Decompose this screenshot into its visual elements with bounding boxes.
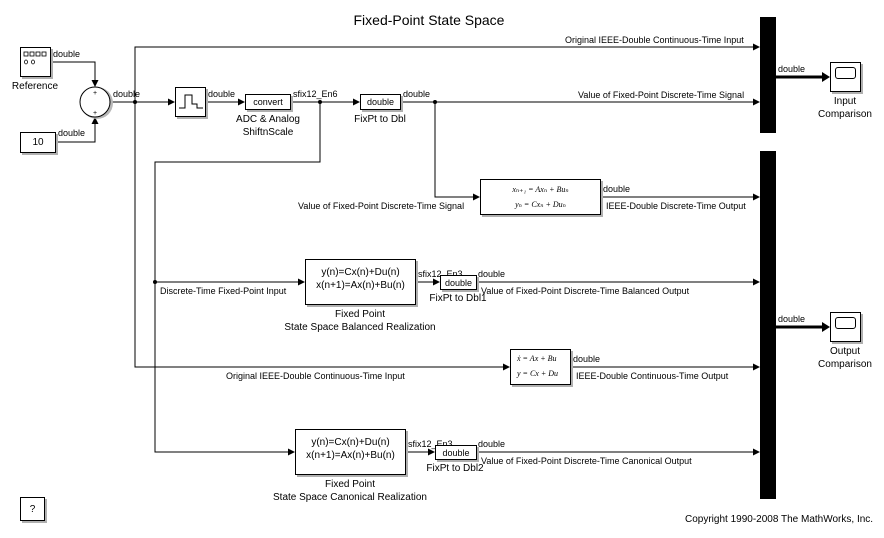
fixpt-to-dbl1-text: double (444, 277, 473, 288)
wire-original-input-bottom (134, 102, 510, 371)
signal-label-ieee-ct-output: IEEE-Double Continuous-Time Output (576, 371, 729, 381)
reference-block[interactable] (20, 47, 51, 77)
input-scope-label2: Comparison (818, 109, 872, 120)
wire-original-input-top (134, 43, 760, 102)
adc-label-line2: ShiftnScale (242, 127, 294, 138)
wire-to-discrete-ss (434, 102, 480, 201)
reference-label: Reference (11, 81, 59, 92)
fixpt-to-dbl2-text: double (442, 447, 470, 458)
signal-type-label: double (778, 314, 806, 324)
fixpt-to-dbl-label: FixPt to Dbl (354, 114, 406, 125)
scope-icon (835, 317, 856, 329)
canonical-eq2: x(n+1)=Ax(n)+Bu(n) (306, 450, 395, 461)
branch-point (133, 100, 137, 104)
signal-type-label: double (778, 64, 806, 74)
input-scope-block[interactable] (830, 62, 861, 92)
scope-icon (835, 67, 856, 79)
input-mux-bus[interactable] (760, 17, 776, 133)
wire-constant-to-sum (56, 117, 99, 143)
signal-type-label: sfix12_En3 (418, 269, 463, 279)
signal-label-fixed-point-mid: Value of Fixed-Point Discrete-Time Signa… (298, 201, 465, 211)
constant-value: 10 (32, 137, 44, 148)
signal-type-label: sfix12_En6 (293, 89, 338, 99)
signal-label-original-input-top: Original IEEE-Double Continuous-Time Inp… (565, 35, 744, 45)
sum-sign-bottom: + (93, 110, 97, 117)
copyright: Copyright 1990-2008 The MathWorks, Inc. (685, 514, 874, 525)
signal-label-balanced-output: Value of Fixed-Point Discrete-Time Balan… (481, 286, 690, 296)
output-scope-label2: Comparison (818, 359, 872, 370)
signal-type-label: double (603, 184, 631, 194)
signal-type-label: double (478, 269, 506, 279)
diagram-title: Fixed-Point State Space (353, 12, 505, 28)
signal-type-label: double (113, 89, 141, 99)
signal-label-canonical-output: Value of Fixed-Point Discrete-Time Canon… (481, 456, 692, 466)
signal-type-label: double (403, 89, 431, 99)
signal-label-ieee-dt-output: IEEE-Double Discrete-Time Output (606, 201, 746, 211)
signal-type-label: double (208, 89, 236, 99)
balanced-eq1: y(n)=Cx(n)+Du(n) (321, 267, 400, 278)
staircase-icon (179, 94, 203, 109)
help-block[interactable]: ? (20, 497, 45, 521)
signal-label-original-input-bottom: Original IEEE-Double Continuous-Time Inp… (226, 371, 405, 381)
output-mux-bus[interactable] (760, 151, 776, 499)
signal-label-dt-fxp-input: Discrete-Time Fixed-Point Input (160, 286, 287, 296)
wire-reference-to-sum (51, 61, 99, 87)
discrete-state-space-block[interactable]: xₙ₊₁ = Axₙ + Buₙ yₙ = Cxₙ + Duₙ (480, 179, 601, 215)
zero-order-hold-block[interactable] (175, 87, 206, 117)
canonical-label1: Fixed Point (324, 479, 376, 490)
branch-point (153, 280, 157, 284)
balanced-realization-block[interactable]: y(n)=Cx(n)+Du(n) x(n+1)=Ax(n)+Bu(n) (305, 259, 416, 305)
adc-convert-block[interactable]: convert (245, 94, 291, 110)
signal-type-label: double (478, 439, 506, 449)
fixpt-to-dbl-text: double (366, 97, 395, 107)
discrete-ss-eq1: xₙ₊₁ = Axₙ + Buₙ (512, 185, 569, 194)
help-text: ? (29, 503, 36, 515)
convert-text: convert (253, 97, 283, 107)
canonical-label2: State Space Canonical Realization (273, 492, 427, 503)
balanced-label2: State Space Balanced Realization (284, 322, 436, 333)
output-scope-block[interactable] (830, 312, 861, 342)
signal-type-label: double (53, 49, 81, 59)
canonical-eq1: y(n)=Cx(n)+Du(n) (311, 437, 390, 448)
discrete-ss-eq2: yₙ = Cxₙ + Duₙ (515, 200, 566, 209)
fixpt-to-dbl1-label: FixPt to Dbl1 (429, 293, 487, 304)
continuous-ss-eq2: y = Cx + Du (517, 369, 559, 378)
signal-label-fixed-point-top: Value of Fixed-Point Discrete-Time Signa… (578, 90, 745, 100)
signal-builder-icon (23, 51, 47, 65)
fixpt-to-dbl1-block[interactable]: double (440, 275, 477, 290)
branch-point (318, 100, 322, 104)
constant-block[interactable]: 10 (20, 132, 56, 153)
adc-label-line1: ADC & Analog (236, 114, 300, 125)
sum-block[interactable]: + + (78, 85, 114, 121)
signal-type-label: double (573, 354, 601, 364)
input-scope-label1: Input (833, 96, 857, 107)
balanced-eq2: x(n+1)=Ax(n)+Bu(n) (316, 280, 405, 291)
wire-fixed-point-branch (154, 102, 321, 456)
continuous-state-space-block[interactable]: ẋ = Ax + Bu y = Cx + Du (510, 349, 571, 385)
fixpt-to-dbl2-label: FixPt to Dbl2 (426, 463, 484, 474)
continuous-ss-eq1: ẋ = Ax + Bu (517, 354, 557, 363)
fixpt-to-dbl2-block[interactable]: double (435, 445, 477, 460)
fixpt-to-dbl-block[interactable]: double (360, 94, 401, 110)
branch-point (433, 100, 437, 104)
balanced-label1: Fixed Point (334, 309, 386, 320)
output-scope-label1: Output (829, 346, 861, 357)
signal-type-label: double (58, 128, 86, 138)
sum-sign-top: + (93, 90, 97, 97)
signal-type-label: sfix12_En3 (408, 439, 453, 449)
canonical-realization-block[interactable]: y(n)=Cx(n)+Du(n) x(n+1)=Ax(n)+Bu(n) (295, 429, 406, 475)
